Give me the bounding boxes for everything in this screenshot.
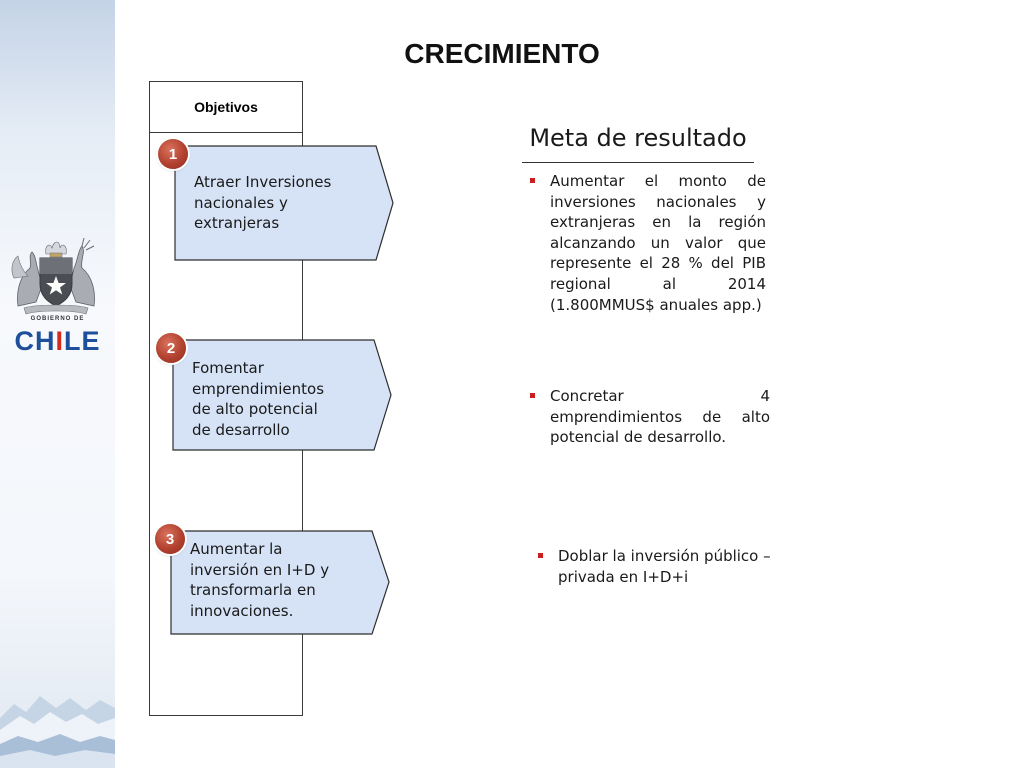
objective-number-badge-2: 2 <box>156 333 186 363</box>
coat-of-arms-icon <box>11 237 95 315</box>
logo-word-part: LE <box>64 326 101 356</box>
logo-word-part: I <box>55 326 64 356</box>
bullet-icon <box>530 393 535 398</box>
goal-item-2: Concretar 4 emprendimientos de alto pote… <box>530 386 770 448</box>
arrow-shape <box>172 339 392 451</box>
objective-line: de alto potencial <box>192 400 318 418</box>
objective-text-2: Fomentar emprendimientos de alto potenci… <box>192 358 324 440</box>
arrow-shape <box>170 530 390 635</box>
objective-line: inversión en I+D y <box>190 560 330 579</box>
bullet-icon <box>530 178 535 183</box>
bullet-icon <box>538 553 543 558</box>
mountain-decoration <box>0 696 115 768</box>
objectives-column-header: Objetivos <box>150 82 302 133</box>
objective-number-badge-1: 1 <box>158 139 188 169</box>
objective-number-badge-3: 3 <box>155 524 185 554</box>
goal-item-1: Aumentar el monto de inversiones naciona… <box>530 171 766 315</box>
logo-wordmark: CHILE <box>0 326 115 356</box>
objective-arrow-3: Aumentar la inversión en I+D y transform… <box>168 530 392 635</box>
objective-line: extranjeras <box>194 214 280 232</box>
objective-line: transformarla en <box>190 581 316 599</box>
objective-line: Aumentar la <box>190 540 283 558</box>
objective-line: Fomentar <box>192 359 264 377</box>
goal-text: Concretar 4 emprendimientos de alto pote… <box>550 387 770 447</box>
logo-caption: GOBIERNO DE <box>30 316 85 322</box>
logo-word-part: CH <box>14 326 56 356</box>
objective-line: innovaciones. <box>190 601 294 620</box>
objective-line: emprendimientos <box>192 379 325 398</box>
objective-arrow-2: Fomentar emprendimientos de alto potenci… <box>170 339 394 451</box>
goal-text: Aumentar el monto de inversiones naciona… <box>550 172 766 314</box>
objective-line: nacionales y <box>194 193 288 212</box>
goals-heading-divider <box>522 162 754 163</box>
sidebar-background: GOBIERNO DE CHILE <box>0 0 115 768</box>
goals-heading: Meta de resultado <box>529 124 747 152</box>
goal-text: Doblar la inversión público – privada en… <box>558 547 771 586</box>
page-title: CRECIMIENTO <box>404 38 600 69</box>
objective-line: de desarrollo <box>192 420 290 439</box>
objective-text-1: Atraer Inversiones nacionales y extranje… <box>194 172 331 234</box>
goal-item-3: Doblar la inversión público – privada en… <box>538 546 780 587</box>
objective-text-3: Aumentar la inversión en I+D y transform… <box>190 539 329 621</box>
objective-arrow-1: Atraer Inversiones nacionales y extranje… <box>172 145 396 261</box>
arrow-shape <box>174 145 394 261</box>
objective-line: Atraer Inversiones <box>194 173 332 191</box>
